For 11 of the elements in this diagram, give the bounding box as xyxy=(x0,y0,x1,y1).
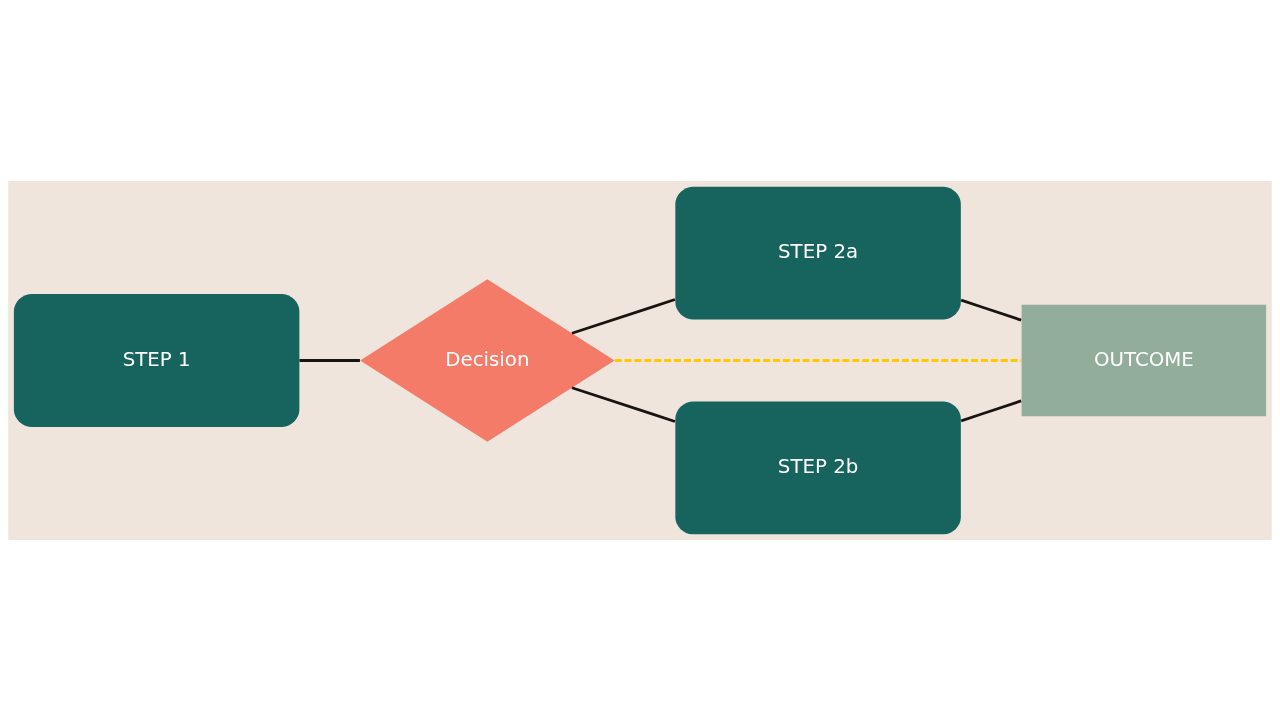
connector xyxy=(960,399,1022,422)
connector xyxy=(299,358,360,362)
connector xyxy=(614,358,1022,362)
node-box: OUTCOME xyxy=(1021,304,1267,416)
node-box: STEP 2a xyxy=(675,186,961,319)
connector xyxy=(960,298,1022,321)
connector xyxy=(571,385,676,423)
node-diamond: Decision xyxy=(360,278,615,442)
node-box: STEP 2b xyxy=(675,401,961,534)
node-box: STEP 1 xyxy=(13,293,300,427)
connector xyxy=(571,297,676,335)
